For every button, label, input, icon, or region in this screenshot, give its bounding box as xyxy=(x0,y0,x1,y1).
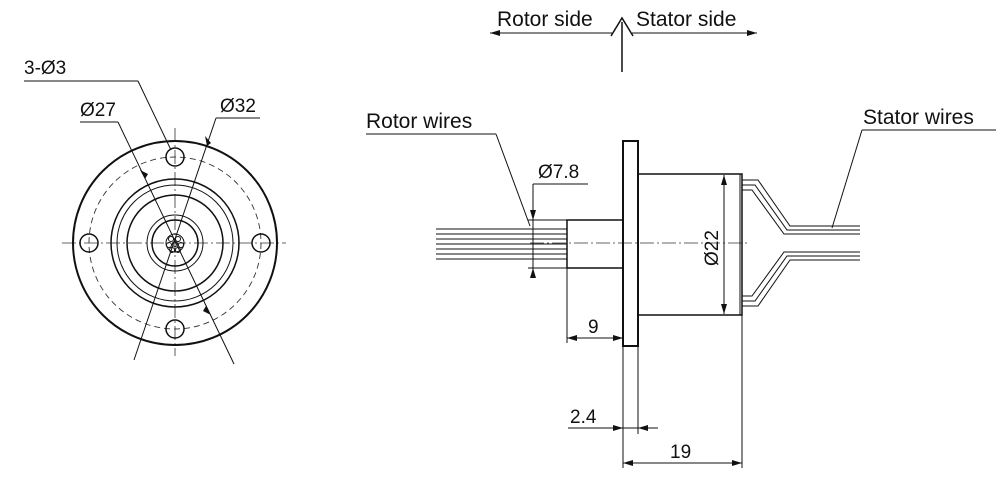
d32-label: Ø32 xyxy=(220,96,256,117)
direction-arrow-head xyxy=(610,16,634,37)
d32-leader-line xyxy=(133,117,217,361)
rotor-wire-bundle xyxy=(436,228,567,260)
len9-label: 9 xyxy=(588,317,599,338)
mounting-hole-bottom xyxy=(165,319,185,339)
stator-side-arrowhead xyxy=(747,30,757,36)
bore-outer-circle xyxy=(146,214,204,272)
flange-outline xyxy=(72,140,278,346)
stator-wires-label: Stator wires xyxy=(863,106,974,129)
d27-arrowhead-1 xyxy=(140,170,148,179)
wire-bundle xyxy=(165,233,185,253)
rotor-side-label: Rotor side xyxy=(497,8,593,31)
len2_4-arrowhead-left xyxy=(613,425,623,431)
stator-wires-leader xyxy=(831,129,863,229)
d7_8-arrowhead-top xyxy=(530,210,536,220)
body-inner-circle xyxy=(116,184,234,302)
rotor-wires-leader xyxy=(495,133,531,227)
len9-arrowhead-left xyxy=(567,335,577,341)
direction-indicator: Rotor side Stator side xyxy=(490,8,757,72)
holes-leader-line xyxy=(137,80,172,151)
side-view: Ø7.8 Ø22 9 2.4 19 Rotor wires Stat xyxy=(366,106,996,468)
bore-inner-circle xyxy=(151,219,199,267)
len19-arrowhead-left xyxy=(623,460,633,466)
rotor-wires-label: Rotor wires xyxy=(366,110,472,133)
stator-side-label: Stator side xyxy=(636,8,736,31)
holes-callout: 3-Ø3 xyxy=(24,58,66,79)
len2_4-arrowhead-right xyxy=(638,425,648,431)
stator-wire-bundle xyxy=(742,179,860,307)
rotor-sleeve-circle xyxy=(126,194,224,292)
bolt-circle xyxy=(88,156,262,330)
mounting-hole-left xyxy=(79,233,99,253)
d22-arrowhead-bottom xyxy=(721,304,727,314)
main-body xyxy=(637,173,743,316)
d32-arrowhead xyxy=(205,136,211,146)
len19-label: 19 xyxy=(670,442,691,463)
d22-arrowhead-top xyxy=(721,175,727,185)
d22-label: Ø22 xyxy=(702,230,723,266)
d7_8-arrowhead-bottom xyxy=(530,268,536,278)
mounting-hole-top xyxy=(165,147,185,167)
d7_8-label: Ø7.8 xyxy=(538,162,579,183)
mounting-hole-right xyxy=(251,233,271,253)
d27-label: Ø27 xyxy=(80,100,116,121)
rotor-side-arrowhead xyxy=(490,30,500,36)
flange xyxy=(622,140,639,347)
len2_4-label: 2.4 xyxy=(570,407,597,428)
body-outer-circle xyxy=(110,178,240,308)
len9-arrowhead-right xyxy=(613,335,623,341)
d27-arrowhead-2 xyxy=(203,306,211,315)
d27-leader-line xyxy=(117,121,235,365)
len19-arrowhead-right xyxy=(732,460,742,466)
rotor-sleeve xyxy=(566,219,624,269)
front-view: 3-Ø3 Ø27 Ø32 xyxy=(24,58,286,365)
